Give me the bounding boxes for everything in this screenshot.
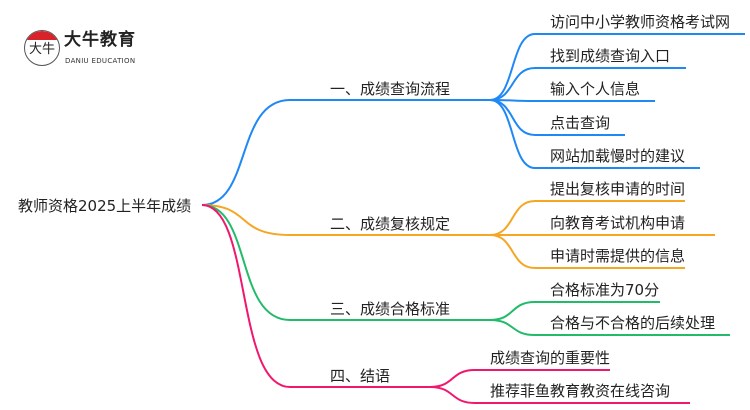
leaf-connector	[489, 99, 700, 169]
logo-emblem: 大牛	[24, 30, 60, 66]
branch-connector	[201, 204, 490, 236]
logo-name: 大牛教育	[64, 30, 136, 50]
logo-glyph: 大牛	[29, 42, 56, 57]
leaf-connector	[489, 301, 660, 321]
leaf-connector	[429, 386, 690, 404]
leaf-node[interactable]: 找到成绩查询入口	[550, 47, 671, 65]
leaf-node[interactable]: 输入个人信息	[550, 80, 641, 98]
leaf-connector	[489, 234, 685, 269]
leaf-node[interactable]: 网站加载慢时的建议	[550, 147, 686, 165]
leaf-node[interactable]: 成绩查询的重要性	[490, 349, 611, 367]
leaf-node[interactable]: 访问中小学教师资格考试网	[550, 13, 731, 31]
leaf-connector	[489, 200, 685, 236]
leaf-node[interactable]: 合格与不合格的后续处理	[550, 314, 716, 332]
branch-node[interactable]: 三、成绩合格标准	[330, 300, 451, 318]
logo-subtitle: DANIU EDUCATION	[65, 57, 136, 65]
branch-node[interactable]: 二、成绩复核规定	[330, 215, 451, 233]
leaf-node[interactable]: 向教育考试机构申请	[550, 214, 686, 232]
leaf-connector	[489, 319, 730, 336]
leaf-node[interactable]: 推荐菲鱼教育教资在线咨询	[490, 382, 671, 400]
leaf-connector	[489, 33, 745, 101]
leaf-node[interactable]: 点击查询	[550, 114, 611, 132]
branch-connector	[201, 204, 490, 321]
leaf-connector	[489, 67, 686, 101]
branch-node[interactable]: 四、结语	[330, 367, 391, 385]
leaf-node[interactable]: 提出复核申请的时间	[550, 180, 686, 198]
branch-node[interactable]: 一、成绩查询流程	[330, 80, 451, 98]
leaf-connector	[429, 369, 610, 388]
logo: 大牛 大牛教育 DANIU EDUCATION	[24, 28, 154, 74]
leaf-connector	[489, 99, 655, 102]
branch-connector	[201, 204, 430, 388]
leaf-node[interactable]: 合格标准为70分	[550, 281, 660, 299]
branch-connector	[201, 99, 490, 206]
leaf-node[interactable]: 申请时需提供的信息	[550, 247, 686, 265]
root-node[interactable]: 教师资格2025上半年成绩	[18, 197, 192, 215]
